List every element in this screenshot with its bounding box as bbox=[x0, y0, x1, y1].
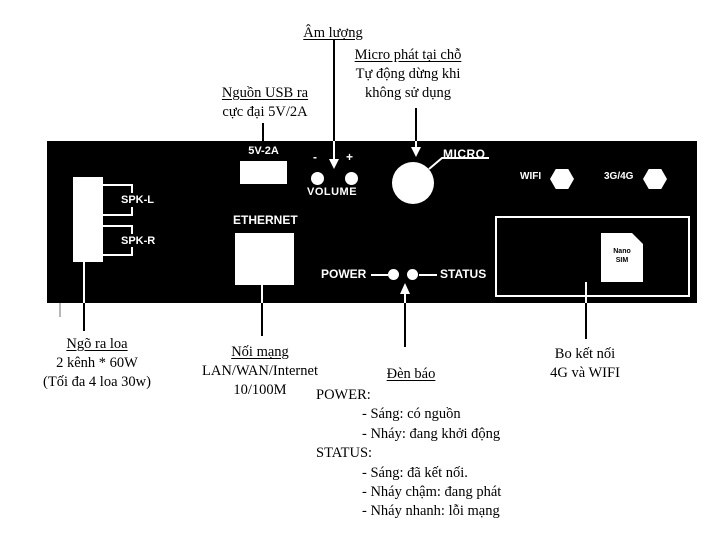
power-led-label: POWER bbox=[321, 267, 367, 281]
status-led bbox=[407, 269, 418, 280]
speaker-callout-line2: 2 kênh * 60W bbox=[56, 355, 138, 371]
cellular-antenna-label: 3G/4G bbox=[604, 171, 634, 182]
led-indicator-description-list: POWER: - Sáng: có nguồn - Nháy: đang khở… bbox=[316, 386, 501, 522]
wifi-antenna-connector-icon bbox=[550, 169, 574, 189]
power-led bbox=[388, 269, 399, 280]
device-rear-panel: SPK-L SPK-R 5V-2A - + VOLUME MICRO WIFI … bbox=[47, 141, 697, 303]
network-callout-line2: LAN/WAN/Internet bbox=[202, 363, 318, 379]
volume-up-button[interactable] bbox=[345, 172, 358, 185]
volume-minus-label: - bbox=[313, 150, 317, 164]
speaker-output-callout: Ngõ ra loa 2 kênh * 60W (Tối đa 4 loa 30… bbox=[22, 335, 172, 392]
usb-power-callout-line2: cực đại 5V/2A bbox=[222, 104, 308, 120]
micro-callout-title: Micro phát tại chỗ bbox=[354, 47, 462, 63]
volume-plus-label: + bbox=[346, 150, 354, 164]
module-callout-title: Bo kết nối bbox=[554, 346, 616, 362]
sim-label-line1: Nano bbox=[613, 248, 631, 255]
led-list-line: - Nháy chậm: đang phát bbox=[362, 484, 502, 501]
micro-callout-line2: Tự động dừng khi bbox=[355, 66, 461, 82]
led-indicator-callout-title-block: Đèn báo bbox=[361, 365, 461, 384]
usb-power-port bbox=[240, 161, 287, 184]
micro-callout-line3: không sử dụng bbox=[364, 85, 451, 101]
network-callout-title: Nối mạng bbox=[231, 344, 289, 360]
led-list-line: - Nháy: đang khởi động bbox=[362, 425, 501, 442]
network-callout: Nối mạng LAN/WAN/Internet 10/100M bbox=[185, 343, 335, 400]
connectivity-module-outline bbox=[495, 216, 690, 297]
usb-power-callout-title: Nguồn USB ra bbox=[221, 85, 309, 101]
led-list-line: POWER: bbox=[316, 387, 371, 403]
speaker-terminal-block bbox=[73, 177, 103, 262]
volume-callout: Âm lượng bbox=[273, 24, 393, 43]
connectivity-module-callout: Bo kết nối 4G và WIFI bbox=[510, 345, 660, 383]
led-callout-title: Đèn báo bbox=[386, 366, 436, 382]
ethernet-label: ETHERNET bbox=[233, 213, 298, 227]
network-callout-line3: 10/100M bbox=[233, 382, 287, 398]
led-list-line: - Sáng: đã kết nối. bbox=[362, 464, 468, 481]
speaker-callout-title: Ngõ ra loa bbox=[66, 336, 128, 352]
wifi-antenna-label: WIFI bbox=[520, 171, 542, 182]
micro-callout: Micro phát tại chỗ Tự động dừng khi khôn… bbox=[343, 46, 473, 103]
led-list-line: - Sáng: có nguồn bbox=[362, 406, 461, 423]
led-list-line: - Nháy nhanh: lỗi mạng bbox=[362, 503, 500, 520]
volume-callout-title: Âm lượng bbox=[303, 25, 363, 41]
volume-down-button[interactable] bbox=[311, 172, 324, 185]
led-list-line: STATUS: bbox=[316, 445, 373, 462]
ethernet-port[interactable] bbox=[235, 233, 294, 285]
spk-r-label: SPK-R bbox=[121, 235, 156, 247]
micro-label: MICRO bbox=[443, 147, 486, 161]
nano-sim-slot[interactable]: Nano SIM bbox=[601, 233, 643, 282]
cellular-antenna-connector-icon bbox=[643, 169, 667, 189]
status-led-label: STATUS bbox=[440, 267, 487, 281]
spk-l-label: SPK-L bbox=[121, 194, 154, 206]
usb-port-label: 5V-2A bbox=[248, 145, 279, 157]
module-callout-line2: 4G và WIFI bbox=[550, 365, 620, 381]
sim-label-line2: SIM bbox=[615, 257, 629, 264]
usb-power-callout: Nguồn USB ra cực đại 5V/2A bbox=[200, 84, 330, 122]
microphone-port[interactable] bbox=[392, 162, 434, 204]
speaker-callout-line3: (Tối đa 4 loa 30w) bbox=[43, 374, 151, 390]
volume-label: VOLUME bbox=[307, 186, 358, 198]
